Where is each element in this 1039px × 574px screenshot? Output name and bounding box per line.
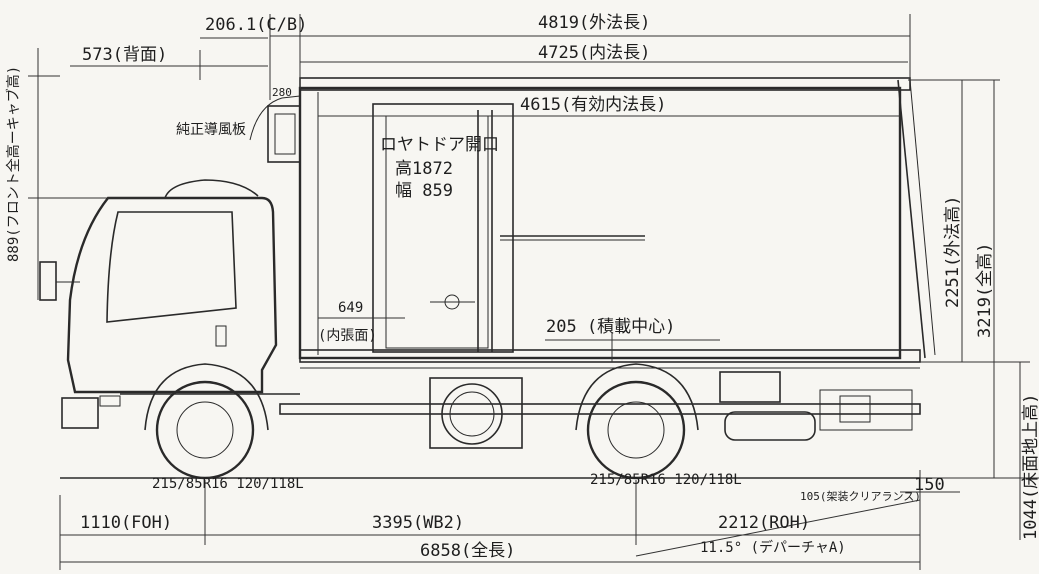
reefer-grille [274, 113, 296, 155]
dimension-lines [28, 14, 1039, 570]
battery-box [719, 371, 781, 403]
rear-tire [586, 380, 686, 480]
rear-lift [819, 389, 913, 431]
box-rear-frame [897, 79, 926, 359]
condenser-fan [441, 383, 503, 445]
cab-spoiler [164, 179, 259, 199]
rear-lift-inner [839, 395, 871, 423]
label-effective-length: 4615(有効内法長) [520, 95, 666, 115]
label-overall-length: 6858(全長) [420, 541, 515, 561]
box-body [298, 86, 902, 360]
fuel-tank [724, 411, 816, 441]
label-load-center: 205 (積載中心) [546, 317, 675, 337]
label-deflector: 純正導風板 [176, 122, 246, 138]
box-rear-door [909, 79, 936, 356]
rear-wheel [575, 363, 699, 480]
door-handle-cab [215, 325, 227, 347]
label-door-opening: ロヤトドア開口 [380, 135, 499, 155]
rear-rim [607, 401, 665, 459]
label-150: 150 [914, 475, 945, 495]
label-front-cab: 889(フロント全高ーキャブ高) [5, 66, 22, 262]
cab-window [106, 211, 237, 323]
label-door-width: 幅 859 [395, 181, 453, 201]
chassis [279, 371, 921, 449]
label-inner-length: 4725(内法長) [538, 43, 650, 63]
label-inner-tension-face: (内張面) [318, 328, 377, 344]
condenser-fan-inner [449, 391, 495, 437]
departure-angle-line [635, 499, 921, 557]
label-door-height: 高1872 [395, 159, 453, 179]
label-rear-clearance: 105(架装クリアランス) [800, 490, 921, 503]
headlight [99, 395, 121, 407]
label-outer-length: 4819(外法長) [538, 13, 650, 33]
cab-outline [66, 196, 278, 394]
front-wheel-arch [144, 363, 269, 431]
label-inner-tension-value: 649 [338, 300, 363, 316]
condenser-box [429, 377, 523, 449]
rear-wheel-arch [575, 363, 699, 431]
front-wheel [144, 363, 269, 480]
label-total-height: 3219(全高) [975, 243, 995, 338]
front-tire [155, 380, 255, 480]
label-tire-front: 215/85R16 120/118L [152, 476, 304, 492]
label-floor-height: 1044(床面地上高) [1021, 394, 1039, 540]
cab [39, 179, 300, 429]
label-back-face: 573(背面) [82, 45, 167, 65]
chassis-frame [279, 403, 921, 415]
label-departure-angle: 11.5° (デパーチャA) [700, 539, 846, 556]
labels: 206.1(C/B) 4819(外法長) 573(背面) 4725(内法長) 2… [5, 13, 1039, 561]
label-foh: 1110(FOH) [80, 513, 172, 533]
label-280: 280 [272, 86, 292, 99]
side-door [372, 103, 514, 353]
label-wb: 3395(WB2) [372, 513, 464, 533]
label-outer-height: 2251(外法高) [943, 196, 963, 308]
front-bumper [61, 397, 99, 429]
reefer-unit [267, 105, 301, 163]
mirror [39, 261, 57, 301]
box-floor [299, 349, 921, 363]
label-roh: 2212(ROH) [718, 513, 810, 533]
label-tire-rear: 215/85R16 120/118L [590, 472, 742, 488]
deflector-arc [249, 95, 301, 141]
front-rim [176, 401, 234, 459]
label-cb: 206.1(C/B) [205, 15, 307, 35]
